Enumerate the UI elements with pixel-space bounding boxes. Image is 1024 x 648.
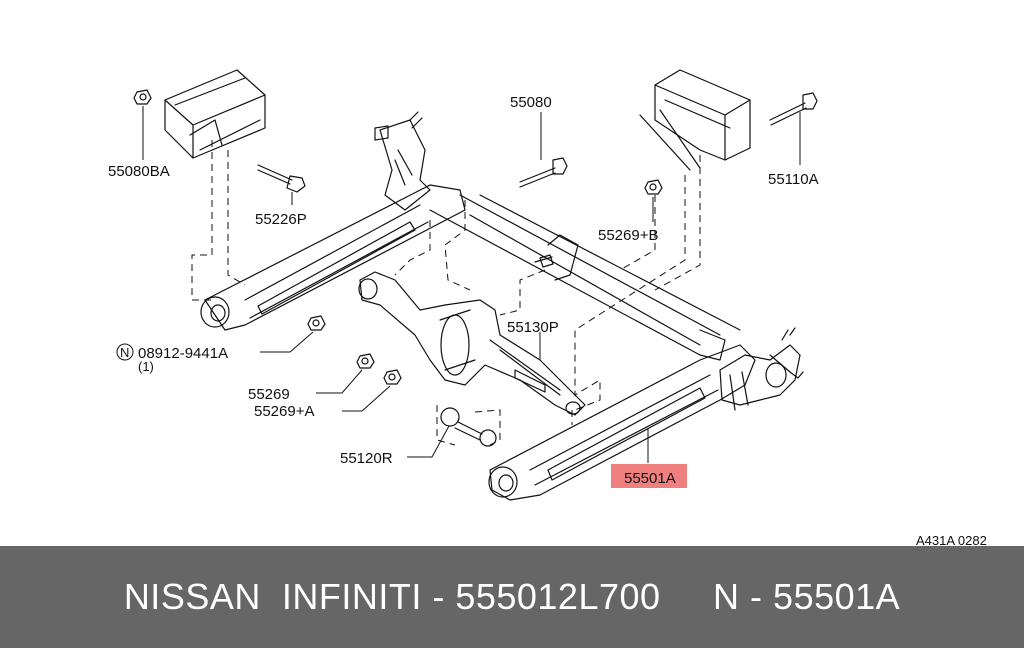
center-bracket [534,234,579,281]
bolt-55080ba [133,89,152,105]
label-08912-group: N 08912-9441A (1) [116,343,228,374]
label-55269: 55269 [248,386,290,403]
nut-55269b [644,179,663,195]
label-55269a: 55269+A [254,403,314,420]
label-55130p: 55130P [507,319,559,336]
lateral-link [440,407,497,447]
nut-55269 [356,353,375,369]
assembly-dash-lines [191,140,701,446]
label-08912-qty: (1) [138,359,154,374]
left-frame-member [164,69,266,159]
footer-banner: NISSAN INFINITI - 555012L700 N - 55501A [0,546,1024,648]
label-08912-prefix: N [120,345,129,360]
bolt-55110a [769,92,818,126]
leader-lines [142,106,801,463]
label-55110a: 55110A [768,171,819,188]
bolt-55226p [257,164,306,193]
label-55501a: 55501A [624,470,676,487]
center-member [358,271,586,416]
footer-text: NISSAN INFINITI - 555012L700 N - 55501A [123,576,901,617]
right-knuckle [719,327,804,411]
right-frame-member [639,69,751,171]
parts-diagram: 55080BA 55226P 55080 55110A 55269+B N 08… [108,69,987,545]
part-labels: 55080BA 55226P 55080 55110A 55269+B N 08… [108,94,987,545]
cross-beam [429,194,741,361]
highlight-box [611,464,687,488]
nut-55269a [383,369,402,385]
label-55269b: 55269+B [598,227,658,244]
left-trailing-arm [200,184,466,331]
bolt-55080 [519,157,568,188]
nut-08912 [307,315,326,331]
label-55226p: 55226P [255,211,307,228]
label-55120r: 55120R [340,450,393,467]
label-55080ba: 55080BA [108,163,170,180]
left-knuckle [374,111,431,211]
label-08912: 08912-9441A [138,345,228,362]
ref-code: A431A 0282 [916,533,987,545]
label-55080: 55080 [510,94,552,111]
